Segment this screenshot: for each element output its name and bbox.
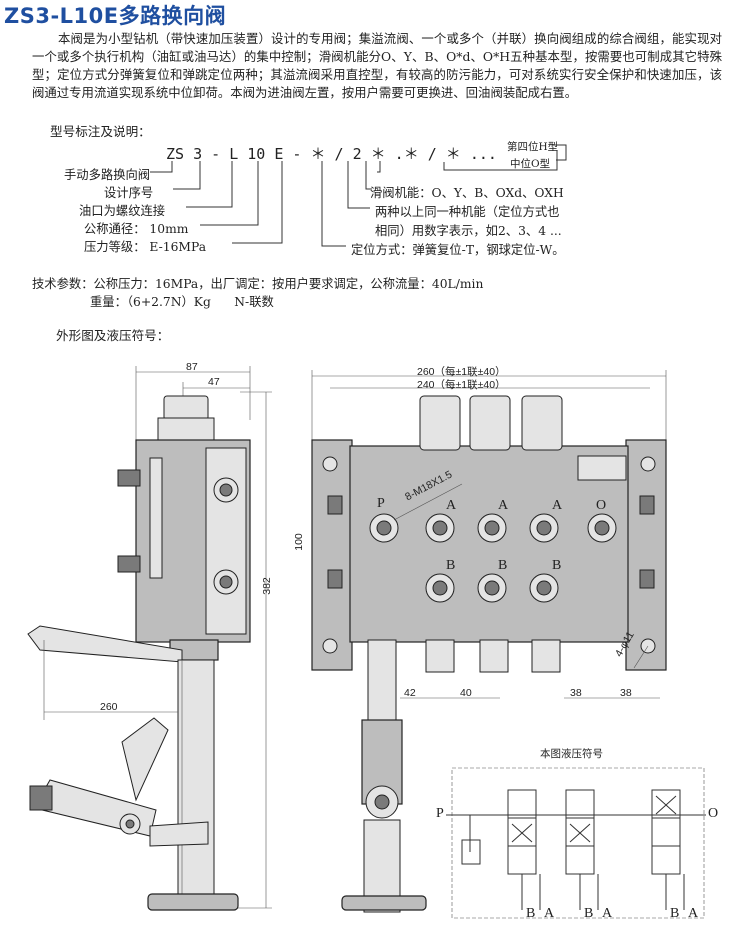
label-pressure-grade: 压力等级： E-16MPa xyxy=(84,237,206,255)
dim-42: 42 xyxy=(404,687,416,699)
port-b-3: B xyxy=(552,558,562,573)
label-pressure-value: E-16MPa xyxy=(149,240,207,254)
tech-params-line2: 重量：（6+2.7N）Kg N-联数 xyxy=(90,295,274,309)
dim-47: 47 xyxy=(208,376,220,388)
tech-params-line1: 技术参数：公称压力：16MPa，出厂调定：按用户要求调定，公称流量：40L/mi… xyxy=(32,277,484,291)
hydraulic-symbol xyxy=(446,767,706,919)
hyd-port-a-3: A xyxy=(688,906,699,921)
label-same-function-a: 两种以上同一种机能（定位方式也 xyxy=(375,205,560,219)
dim-382: 382 xyxy=(260,577,273,595)
model-code: ZS 3 - L 10 E - ＊ / 2 ＊ .＊ / ＊ ... xyxy=(166,145,497,163)
dim-260-width: 260（每±1联±40） xyxy=(417,366,506,378)
page-title: ZS3-L10E多路换向阀 xyxy=(4,4,227,28)
port-a-2: A xyxy=(498,498,509,513)
label-detent-mode: 定位方式：弹簧复位-T，钢球定位-W。 xyxy=(351,243,565,257)
dim-38-b: 38 xyxy=(620,687,632,699)
port-b-2: B xyxy=(498,558,508,573)
label-nominal-size-key: 公称通径： xyxy=(84,222,146,236)
hyd-port-b-1: B xyxy=(526,906,536,921)
dim-87: 87 xyxy=(186,361,198,373)
model-heading: 型号标注及说明： xyxy=(50,124,151,139)
hyd-port-b-3: B xyxy=(670,906,680,921)
port-a-1: A xyxy=(446,498,457,513)
dim-40: 40 xyxy=(460,687,472,699)
port-a-3: A xyxy=(552,498,563,513)
hyd-port-a-1: A xyxy=(544,906,555,921)
intro-paragraph: 本阀是为小型钻机（带快速加压装置）设计的专用阀；集溢流阀、一个或多个（并联）换向… xyxy=(32,31,722,100)
label-o-type: 中位O型 xyxy=(510,158,551,170)
label-manual-valve: 手动多路换向阀 xyxy=(64,168,151,182)
model-code-leaders xyxy=(150,144,567,247)
port-p: P xyxy=(377,496,385,511)
label-thread-port: 油口为螺纹连接 xyxy=(79,204,166,218)
dim-260-side: 260 xyxy=(100,701,118,713)
label-nominal-size-value: 10mm xyxy=(149,222,189,236)
dim-240-width: 240（每±1联±40） xyxy=(417,379,506,391)
label-nominal-size: 公称通径： 10mm xyxy=(84,219,188,237)
port-b-1: B xyxy=(446,558,456,573)
port-o: O xyxy=(596,498,607,513)
hyd-port-o: O xyxy=(708,806,719,821)
drawing-heading: 外形图及液压符号： xyxy=(56,328,170,343)
hyd-port-b-2: B xyxy=(584,906,594,921)
label-same-function-b: 相同）用数字表示，如2、3、4 ... xyxy=(375,224,562,238)
side-view xyxy=(27,366,272,911)
label-spool-function: 滑阀机能：O、Y、B、OXd、OXH xyxy=(370,186,564,200)
hydraulic-caption: 本图液压符号 xyxy=(540,748,603,760)
dim-38-a: 38 xyxy=(570,687,582,699)
front-view xyxy=(311,370,667,913)
label-h-type: 第四位H型 xyxy=(507,141,559,153)
label-design-serial: 设计序号 xyxy=(104,186,154,200)
dim-100: 100 xyxy=(292,533,305,551)
label-pressure-key: 压力等级： xyxy=(84,240,146,254)
hyd-port-a-2: A xyxy=(602,906,613,921)
hyd-port-p: P xyxy=(436,806,444,821)
